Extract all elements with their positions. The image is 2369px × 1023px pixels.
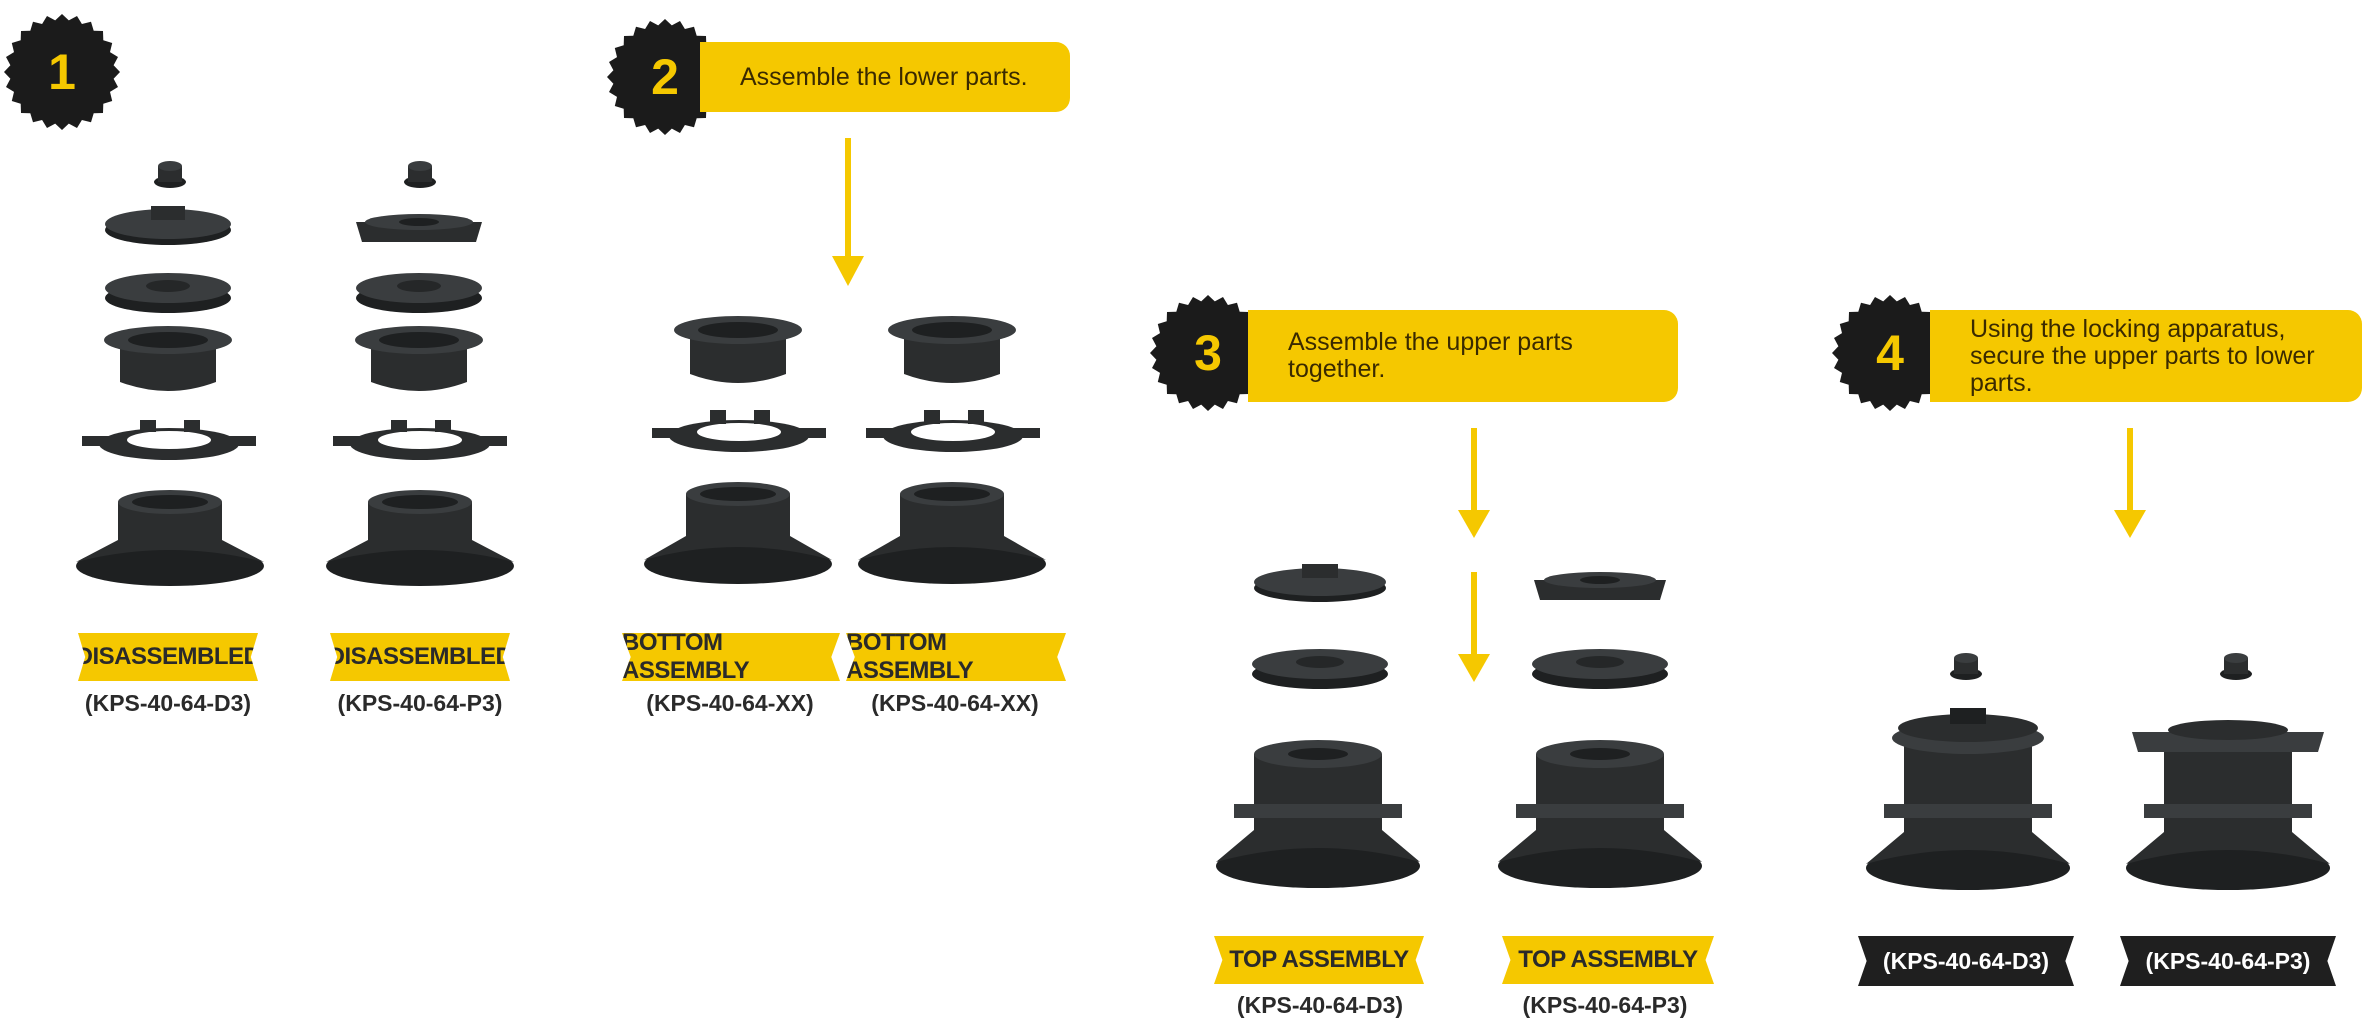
step-1-number: 1: [2, 12, 122, 132]
height-ring: [103, 264, 233, 314]
tab-head-disc: [1252, 556, 1388, 604]
locking-cap: [152, 160, 188, 190]
step-2-text: Assemble the lower parts.: [740, 64, 1028, 91]
final-pedestal: [1862, 704, 2074, 896]
label-bottom-assembly-left: BOTTOM ASSEMBLY: [622, 633, 840, 681]
height-ring: [354, 264, 484, 314]
step-3-text: Assemble the upper parts together.: [1288, 329, 1618, 383]
code-p3-top: (KPS-40-64-P3): [1505, 992, 1705, 1019]
locking-cap: [402, 160, 438, 190]
step-1-badge: 1: [2, 12, 122, 132]
code-xx-right: (KPS-40-64-XX): [855, 690, 1055, 717]
label-disassembled-p3: DISASSEMBLED: [330, 633, 510, 681]
label-bottom-assembly-right: BOTTOM ASSEMBLY: [846, 633, 1066, 681]
code-xx-left: (KPS-40-64-XX): [630, 690, 830, 717]
lock-collar: [650, 404, 828, 460]
lock-collar: [331, 414, 509, 466]
locking-cap: [1948, 652, 1984, 682]
locking-cap: [2218, 652, 2254, 682]
arrow-down-icon: [828, 138, 868, 288]
arrow-down-icon: [2110, 428, 2150, 540]
height-ring: [1530, 640, 1670, 692]
square-head: [1530, 566, 1670, 612]
label-top-assembly-p3: TOP ASSEMBLY: [1502, 936, 1714, 984]
base-pedestal: [72, 480, 268, 590]
code-p3: (KPS-40-64-P3): [320, 690, 520, 717]
tab-head-disc: [103, 198, 233, 246]
code-d3-top: (KPS-40-64-D3): [1220, 992, 1420, 1019]
arrow-down-icon: [1454, 572, 1494, 684]
height-ring: [1250, 640, 1390, 692]
step-2-callout: Assemble the lower parts.: [700, 42, 1070, 112]
base-pedestal: [640, 470, 836, 590]
lock-collar: [80, 414, 258, 466]
arrow-down-icon: [1454, 428, 1494, 540]
label-disassembled-d3: DISASSEMBLED: [78, 633, 258, 681]
base-pedestal: [322, 480, 518, 590]
lock-collar: [864, 404, 1042, 460]
step-4-text: Using the locking apparatus, secure the …: [1970, 316, 2342, 397]
code-d3: (KPS-40-64-D3): [68, 690, 268, 717]
threaded-sleeve: [100, 322, 236, 398]
threaded-sleeve: [884, 312, 1020, 392]
base-pedestal: [854, 470, 1050, 590]
threaded-sleeve: [670, 312, 806, 392]
threaded-sleeve: [351, 322, 487, 398]
assembled-pedestal: [1494, 734, 1706, 894]
label-top-assembly-d3: TOP ASSEMBLY: [1214, 936, 1424, 984]
step-3-callout: Assemble the upper parts together.: [1248, 310, 1678, 402]
step-4-callout: Using the locking apparatus, secure the …: [1930, 310, 2362, 402]
square-head: [352, 208, 486, 254]
code-d3-final: (KPS-40-64-D3): [1858, 936, 2074, 986]
final-pedestal: [2122, 704, 2334, 896]
code-p3-final: (KPS-40-64-P3): [2120, 936, 2336, 986]
assembled-pedestal: [1212, 734, 1424, 894]
